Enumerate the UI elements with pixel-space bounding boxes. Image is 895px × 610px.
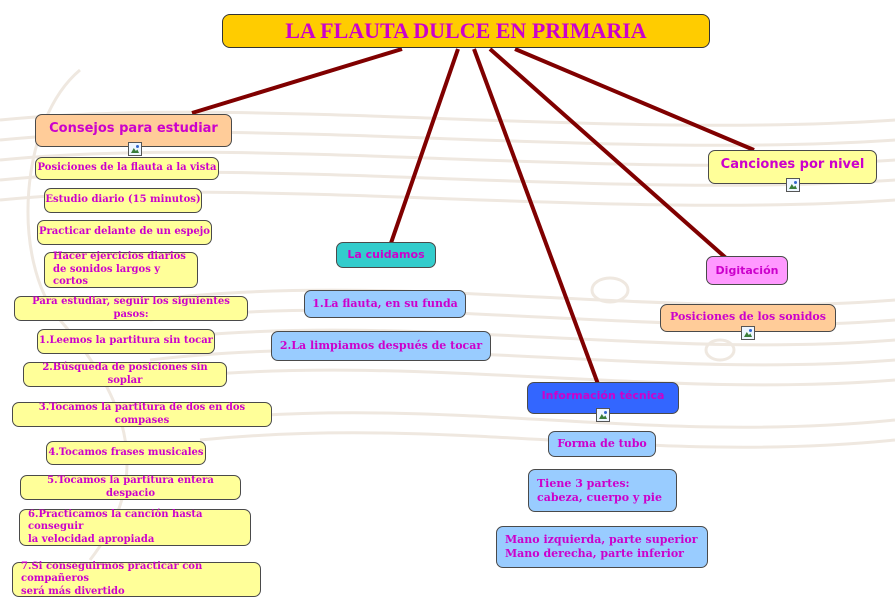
consejo-item[interactable]: 6.Practicamos la canción hasta conseguir… [19,509,251,546]
node-digitacion[interactable]: Digitación [706,256,788,285]
node-informacion[interactable]: Información técnica [527,382,679,414]
consejo-item[interactable]: 2.Búsqueda de posiciones sin soplar [23,362,227,387]
consejo-item[interactable]: Estudio diario (15 minutos) [44,188,202,213]
informacion-item[interactable]: Forma de tubo [548,431,656,457]
informacion-item[interactable]: Mano izquierda, parte superior Mano dere… [496,526,708,568]
connector-consejos [191,47,403,115]
image-icon[interactable] [786,178,800,192]
connector-canciones [514,47,755,152]
cuidamos-item[interactable]: 2.La limpiamos después de tocar [271,331,491,361]
cuidamos-item[interactable]: 1.La flauta, en su funda [304,290,466,318]
image-icon[interactable] [741,326,755,340]
informacion-item[interactable]: Tiene 3 partes: cabeza, cuerpo y pie [528,469,677,512]
consejo-item[interactable]: Posiciones de la flauta a la vista [35,157,219,180]
consejo-item[interactable]: 5.Tocamos la partitura entera despacio [20,475,241,500]
consejo-item[interactable]: Hacer ejercicios diarios de sonidos larg… [44,251,198,288]
consejo-item[interactable]: Practicar delante de un espejo [37,220,212,245]
consejo-item[interactable]: 1.Leemos la partitura sin tocar [37,329,215,354]
node-cuidamos[interactable]: La cuidamos [336,242,436,268]
connector-cuidamos [389,48,460,244]
connector-informacion [472,48,600,385]
consejo-item[interactable]: Para estudiar, seguir los siguientes pas… [14,296,248,321]
image-icon[interactable] [128,142,142,156]
image-icon[interactable] [596,408,610,422]
connector-digitacion [488,47,728,260]
page-title: LA FLAUTA DULCE EN PRIMARIA [222,14,710,48]
consejo-item[interactable]: 7.Si conseguirmos practicar con compañer… [12,561,261,597]
consejo-item[interactable]: 4.Tocamos frases musicales [46,441,206,465]
consejo-item[interactable]: 3.Tocamos la partitura de dos en dos com… [12,402,272,427]
